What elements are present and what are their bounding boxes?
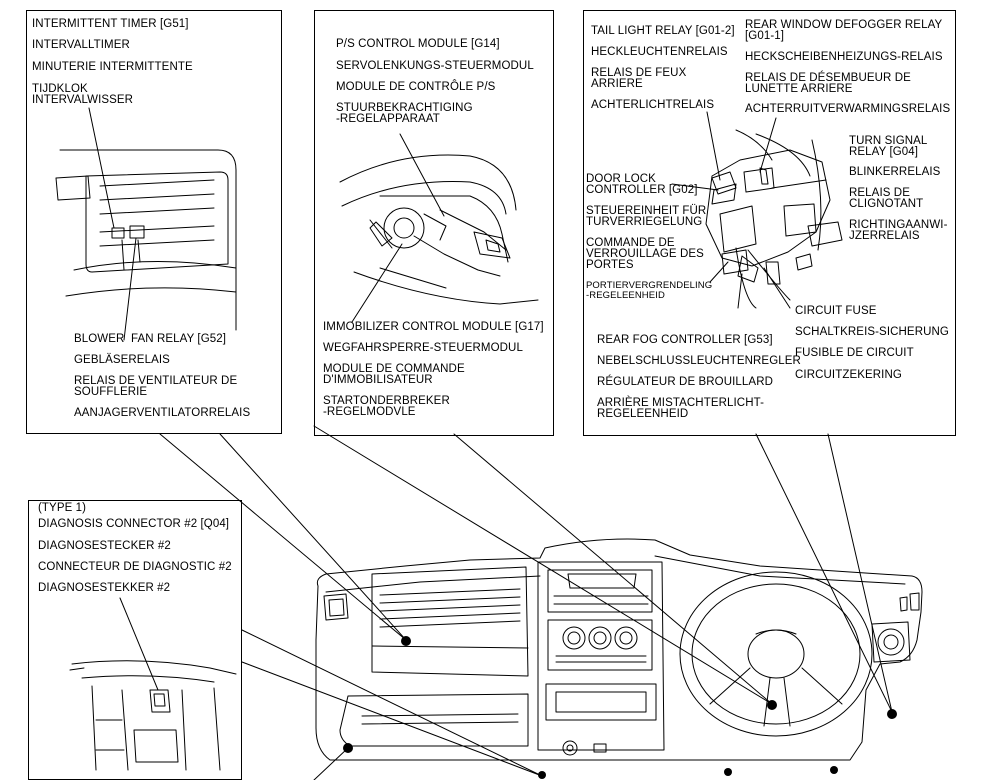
defogger-relay-label-nl: ACHTERRUITVERWARMINGSRELAIS (745, 103, 951, 115)
immobilizer-label-de: WEGFAHRSPERRE-STEUERMODUL (323, 342, 523, 354)
diag-connector-label-en: DIAGNOSIS CONNECTOR #2 [Q04] (38, 518, 230, 530)
ps-inset-art (339, 154, 539, 305)
turn-signal-relay-label-en: TURN SIGNAL RELAY [G04] (849, 135, 928, 158)
intermittent-timer-label-en: INTERMITTENT TIMER [G51] (32, 18, 189, 30)
defogger-relay-label-de: HECKSCHEIBENHEIZUNGS-RELAIS (745, 51, 943, 63)
leader-lines (88, 107, 893, 780)
diag-type-label: (TYPE 1) (38, 502, 87, 514)
door-lock-controller-label-fr: COMMANDE DE VERROUILLAGE DES PORTES (586, 237, 704, 271)
ps-control-module-label-fr: MODULE DE CONTRÔLE P/S (336, 81, 496, 93)
tail-light-relay-label-fr: RELAIS DE FEUX ARRIERE (591, 67, 687, 90)
rear-fog-controller-label-de: NEBELSCHLUSSLEUCHTENREGLER (597, 355, 801, 367)
turn-signal-relay-label-fr: RELAIS DE CLIGNOTANT (849, 187, 924, 210)
tail-light-relay-label-de: HECKLEUCHTENRELAIS (591, 46, 728, 58)
diag-connector-label-nl: DIAGNOSESTEKKER #2 (38, 582, 171, 594)
circuit-fuse-label-en: CIRCUIT FUSE (795, 305, 877, 317)
diag-connector-label-de: DIAGNOSESTECKER #2 (38, 540, 171, 552)
intermittent-timer-label-nl: TIJDKLOK INTERVALWISSER (32, 83, 134, 106)
immobilizer-label-en: IMMOBILIZER CONTROL MODULE [G17] (323, 321, 544, 333)
circuit-fuse-label-fr: FUSIBLE DE CIRCUIT (795, 347, 914, 359)
blower-fan-relay-label-de: GEBLÄSERELAIS (74, 354, 170, 366)
door-lock-controller-label-de: STEUEREINHEIT FÜR TURVERRIEGELUNG (586, 205, 707, 228)
ps-control-module-label-en: P/S CONTROL MODULE [G14] (336, 38, 500, 50)
immobilizer-label-nl: STARTONDERBREKER -REGELMODVLE (323, 395, 450, 418)
blower-fan-relay-label-nl: AANJAGERVENTILATORRELAIS (74, 407, 251, 419)
immobilizer-label-fr: MODULE DE COMMANDE D'IMMOBILISATEUR (323, 363, 465, 386)
ps-control-module-label-nl: STUURBEKRACHTIGING -REGELAPPARAAT (336, 102, 473, 125)
ps-control-module-label-de: SERVOLENKUNGS-STEUERMODUL (336, 60, 534, 72)
callout-dots (343, 636, 897, 779)
blower-fan-relay-label-en: BLOWER FAN RELAY [G52] (74, 333, 227, 345)
intermittent-timer-label-fr: MINUTERIE INTERMITTENTE (32, 61, 193, 73)
rear-fog-controller-label-fr: RÉGULATEUR DE BROUILLARD (597, 376, 774, 388)
rear-fog-controller-label-en: REAR FOG CONTROLLER [G53] (597, 334, 773, 346)
turn-signal-relay-label-de: BLINKERRELAIS (849, 166, 941, 178)
door-lock-controller-label-en: DOOR LOCK CONTROLLER [G02] (586, 173, 698, 196)
ps-inset-panel (314, 10, 554, 436)
relay-inset-panel (583, 10, 956, 436)
defogger-relay-label-fr: RELAIS DE DÉSEMBUEUR DE LUNETTE ARRIERE (745, 72, 911, 95)
circuit-fuse-label-de: SCHALTKREIS-SICHERUNG (795, 326, 949, 338)
door-lock-controller-label-nl: PORTIERVERGRENDELING -REGELEENHEID (586, 280, 713, 301)
tail-light-relay-label-nl: ACHTERLICHTRELAIS (591, 99, 715, 111)
dashboard-overview (315, 538, 923, 761)
rear-fog-controller-label-nl: ARRIÈRE MISTACHTERLICHT- REGELEENHEID (597, 397, 765, 420)
circuit-fuse-label-nl: CIRCUITZEKERING (795, 369, 902, 381)
diag-connector-label-fr: CONNECTEUR DE DIAGNOSTIC #2 (38, 561, 232, 573)
timer-inset-art (55, 149, 237, 331)
tail-light-relay-label-en: TAIL LIGHT RELAY [G01-2] (591, 25, 735, 37)
turn-signal-relay-label-nl: RICHTINGAANWI- JZERRELAIS (849, 219, 948, 242)
defogger-relay-label-en: REAR WINDOW DEFOGGER RELAY [G01-1] (745, 19, 943, 42)
timer-inset-panel (26, 10, 282, 434)
relay-inset-art (705, 129, 843, 309)
intermittent-timer-label-de: INTERVALLTIMER (32, 39, 130, 51)
blower-fan-relay-label-fr: RELAIS DE VENTILATEUR DE SOUFFLERIE (74, 375, 238, 398)
